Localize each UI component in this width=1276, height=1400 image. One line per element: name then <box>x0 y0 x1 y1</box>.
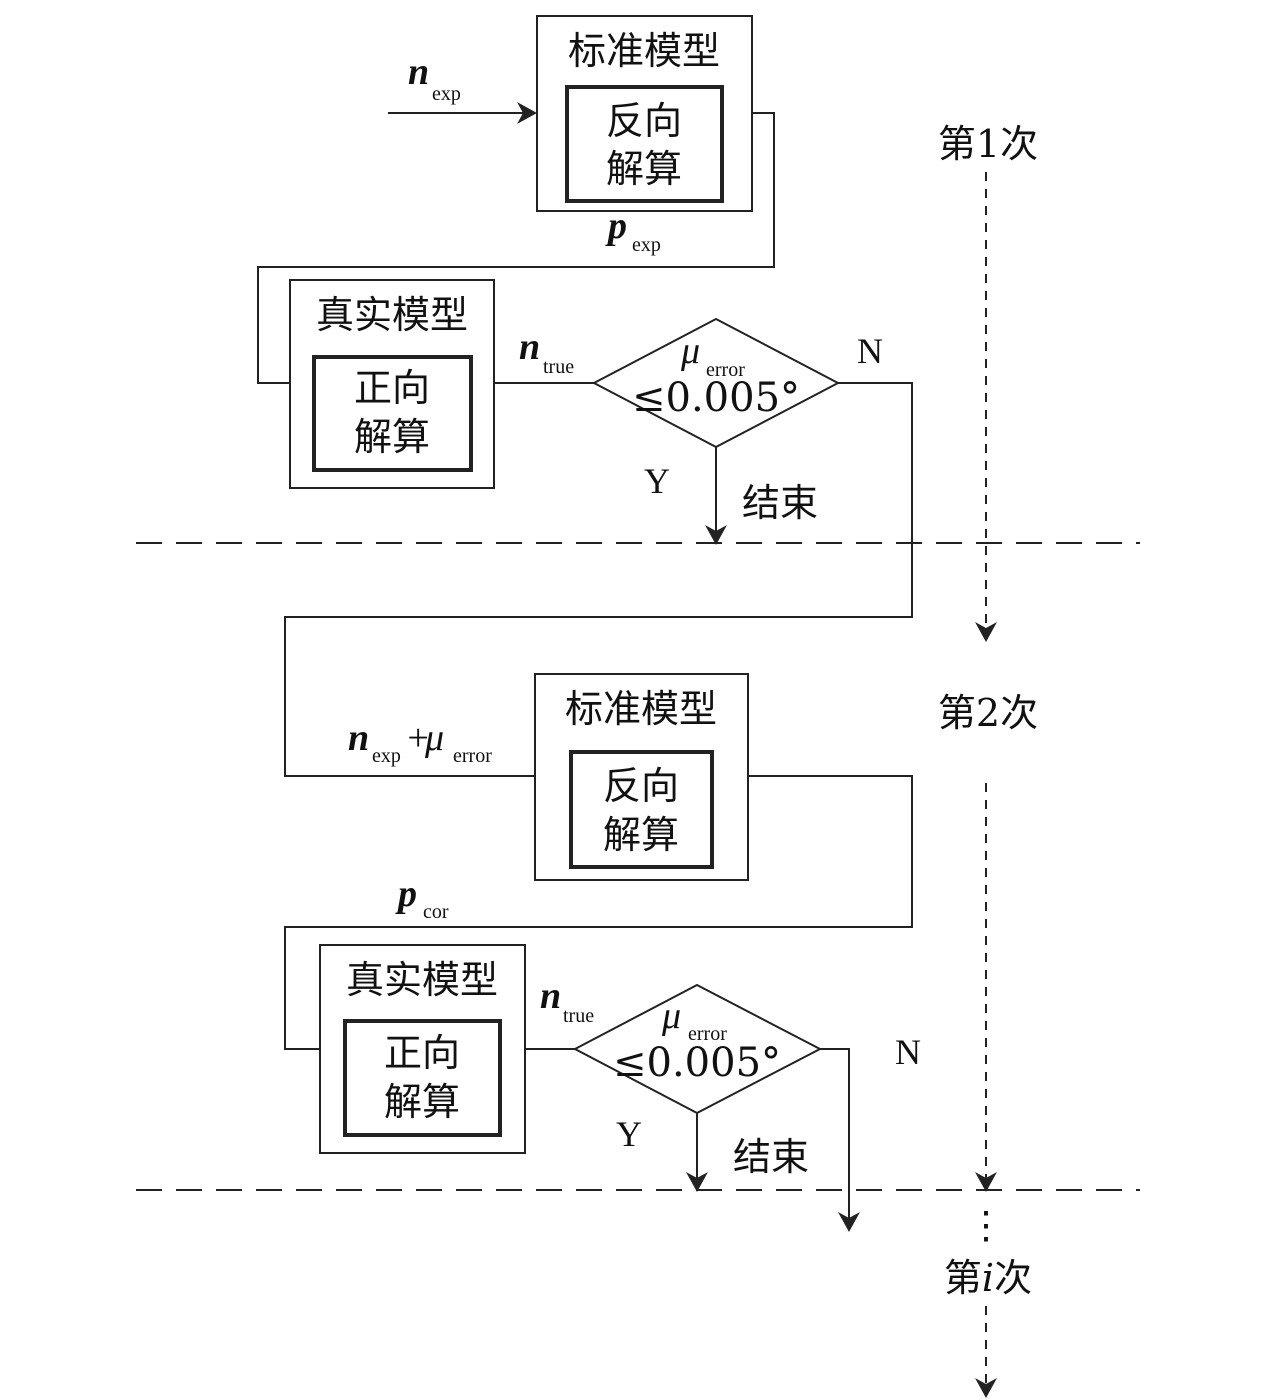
n-true-sub-1: true <box>543 356 574 378</box>
iteration-label-2: 第2次 <box>938 691 1038 735</box>
yes-label-2: Y <box>616 1114 642 1154</box>
p-exp-connector <box>257 112 775 384</box>
inverse-solve-label-2a: 反向 <box>603 764 679 808</box>
forward-solve-box-1 <box>312 355 473 472</box>
standard-model-title-2: 标准模型 <box>565 687 717 731</box>
inverse-solve-label-1b: 解算 <box>606 147 682 191</box>
end-label-2: 结束 <box>733 1135 809 1179</box>
inverse-solve-box-1 <box>565 85 724 203</box>
threshold-label-1: ≤0.005° <box>632 375 800 421</box>
standard-model-title-1: 标准模型 <box>568 29 720 73</box>
iteration-ellipsis: ⋮ <box>967 1203 1005 1247</box>
iteration-label-i: 第i次 <box>944 1256 1032 1300</box>
n-exp-sub-1: exp <box>432 83 461 105</box>
real-model-title-2: 真实模型 <box>346 958 498 1002</box>
n-exp-sub-2: exp <box>372 745 401 767</box>
p-exp-var: p <box>605 205 627 247</box>
forward-solve-label-1a: 正向 <box>354 366 430 410</box>
iteration-label-1: 第1次 <box>938 122 1038 166</box>
p-cor-var: p <box>395 873 417 915</box>
inverse-solve-label-1a: 反向 <box>606 99 682 143</box>
mu-error-sub-2: error <box>688 1023 727 1045</box>
n-true-var-1: n <box>519 326 540 368</box>
mu-error-var-1: μ <box>680 330 700 372</box>
inverse-solve-label-2b: 解算 <box>603 813 679 857</box>
iteration-label-i-var: i <box>982 1256 994 1300</box>
real-model-title-1: 真实模型 <box>316 293 468 337</box>
mu-error-sub-input: error <box>453 745 492 767</box>
mu-error-var-2: μ <box>661 995 681 1037</box>
mu-error-sub-1: error <box>706 359 745 381</box>
plus-sign: + <box>405 717 431 759</box>
forward-solve-box-2 <box>343 1019 502 1137</box>
n-true-var-2: n <box>540 975 561 1017</box>
end-label-1: 结束 <box>742 481 818 525</box>
yes-label-1: Y <box>644 461 670 501</box>
iteration-label-i-prefix: 第 <box>944 1256 982 1300</box>
iteration-label-i-suffix: 次 <box>994 1256 1032 1300</box>
mu-error-var-input: μ <box>424 717 444 759</box>
no-branch-connector-1 <box>284 382 913 777</box>
forward-solve-label-2a: 正向 <box>384 1031 460 1075</box>
no-label-1: N <box>857 331 883 371</box>
threshold-label-2: ≤0.005° <box>613 1040 781 1086</box>
p-cor-sub: cor <box>423 901 449 923</box>
no-arrow-2 <box>820 1048 860 1232</box>
no-label-2: N <box>895 1032 921 1072</box>
p-exp-sub: exp <box>632 234 661 256</box>
n-exp-var-2: n <box>348 717 369 759</box>
forward-solve-label-1b: 解算 <box>354 415 430 459</box>
forward-solve-label-2b: 解算 <box>384 1080 460 1124</box>
n-exp-var-1: n <box>408 51 429 93</box>
inverse-solve-box-2 <box>569 750 714 869</box>
p-cor-connector <box>284 775 913 1050</box>
n-true-sub-2: true <box>563 1005 594 1027</box>
